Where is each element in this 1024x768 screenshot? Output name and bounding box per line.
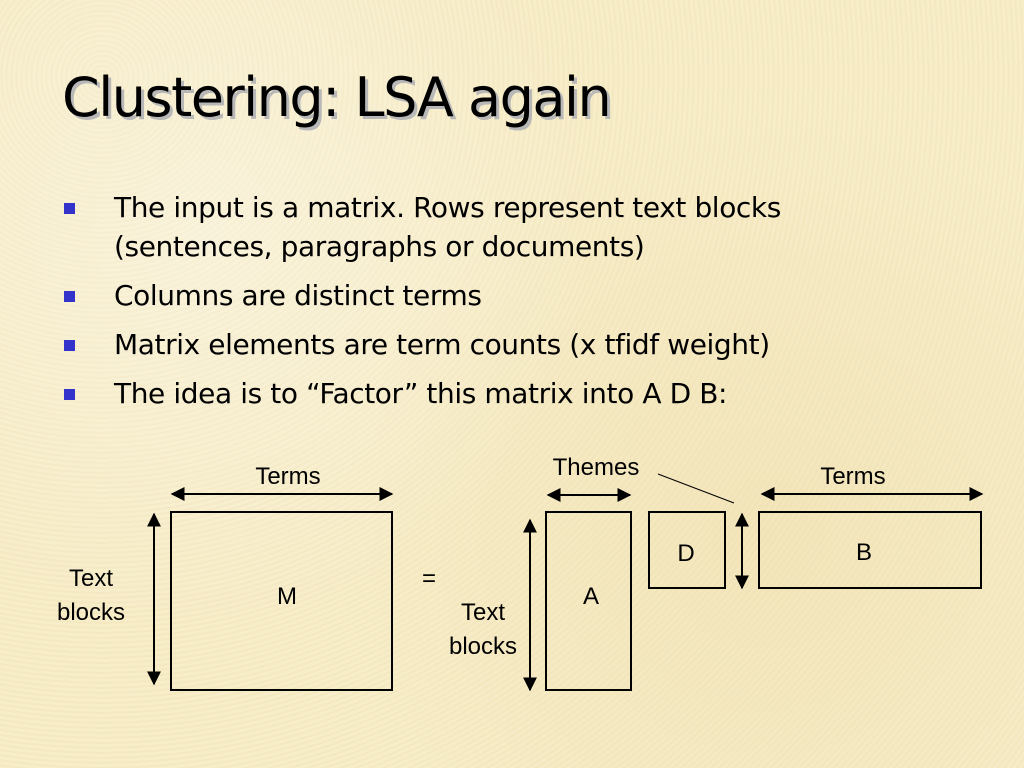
square-bullet-icon — [64, 340, 75, 351]
terms-label-right: Terms — [820, 463, 885, 490]
matrix-b-label: B — [856, 539, 872, 566]
square-bullet-icon — [64, 291, 75, 302]
matrix-b-box — [758, 511, 982, 589]
matrix-m-label: M — [277, 583, 297, 610]
slide-title: Clustering: LSA again — [62, 66, 612, 129]
matrix-d-label: D — [677, 540, 694, 567]
bullet-item: The idea is to “Factor” this matrix into… — [62, 374, 942, 413]
matrix-d-box — [648, 511, 726, 589]
square-bullet-icon — [64, 203, 75, 214]
equals-sign: = — [422, 565, 436, 592]
bullet-item: The input is a matrix. Rows represent te… — [62, 188, 942, 266]
bullet-text: Columns are distinct terms — [114, 279, 482, 312]
themes-pointer-line — [657, 473, 735, 504]
terms-label-left: Terms — [255, 463, 320, 490]
matrix-a-label: A — [583, 583, 599, 610]
bullet-text: The idea is to “Factor” this matrix into… — [114, 377, 728, 410]
bullet-list: The input is a matrix. Rows represent te… — [62, 188, 942, 423]
text-blocks-label-right-line2: blocks — [449, 633, 517, 660]
text-blocks-label-left-line1: Text — [69, 565, 113, 592]
bullet-text: Matrix elements are term counts (x tfidf… — [114, 328, 770, 361]
square-bullet-icon — [64, 389, 75, 400]
bullet-item: Columns are distinct terms — [62, 276, 942, 315]
matrix-m-box — [170, 511, 393, 691]
matrix-a-box — [545, 511, 632, 691]
themes-label: Themes — [553, 454, 640, 481]
text-blocks-label-right-line1: Text — [461, 599, 505, 626]
bullet-item: Matrix elements are term counts (x tfidf… — [62, 325, 942, 364]
bullet-text: The input is a matrix. Rows represent te… — [114, 191, 781, 263]
text-blocks-label-left-line2: blocks — [57, 599, 125, 626]
